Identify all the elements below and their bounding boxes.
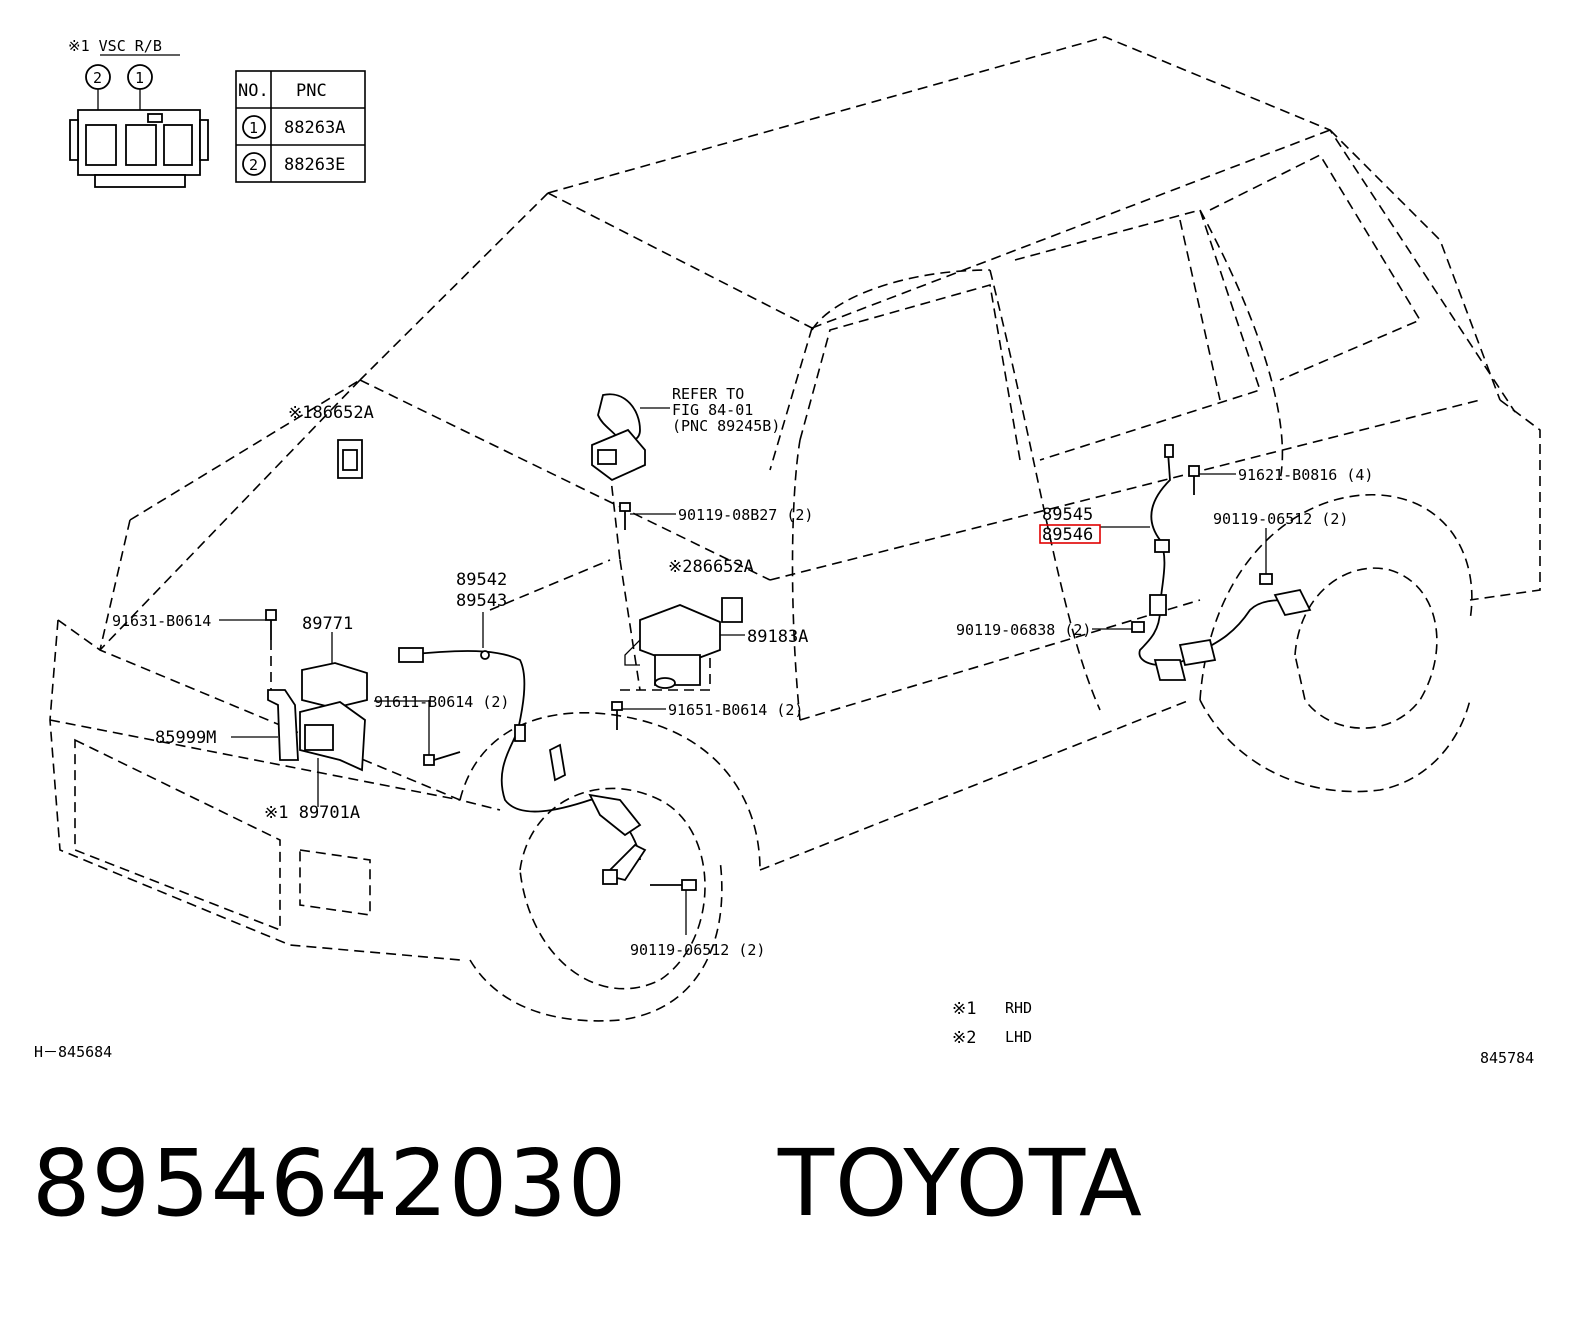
label-286652A: ※286652A xyxy=(668,557,754,577)
label-91631-B0614: 91631-B0614 xyxy=(112,612,211,630)
legend: ※1 RHD ※2 LHD xyxy=(952,999,1032,1048)
label-89183A: 89183A xyxy=(747,627,808,647)
label-89701A: ※1 89701A xyxy=(264,803,360,823)
connector-number-2: 2 xyxy=(93,69,102,87)
legend-text-lhd: LHD xyxy=(1005,1028,1032,1046)
label-89546: 89546 xyxy=(1042,525,1093,545)
connector-header: ※1 VSC R/B xyxy=(68,37,162,55)
label-refer-fig: FIG 84-01 xyxy=(672,401,753,419)
table-row-1-pnc: 88263A xyxy=(284,118,345,138)
label-89542: 89542 xyxy=(456,570,507,590)
label-186652A: ※186652A xyxy=(288,403,374,423)
legend-mark-1: ※1 xyxy=(952,999,976,1019)
table-row-2-no: 2 xyxy=(249,156,258,174)
part-footer: 8954642030 TOYOTA xyxy=(32,1138,1143,1230)
vehicle-outline xyxy=(49,36,1541,1022)
label-91651-B0614: 91651-B0614 (2) xyxy=(668,701,803,719)
table-row-2-pnc: 88263E xyxy=(284,155,345,175)
label-91621-B0816: 91621-B0816 (4) xyxy=(1238,466,1373,484)
table-header-pnc: PNC xyxy=(296,81,327,101)
label-90119-06838: 90119-06838 (2) xyxy=(956,621,1091,639)
part-sketches xyxy=(219,393,1312,935)
label-89543: 89543 xyxy=(456,591,507,611)
table-row-1-no: 1 xyxy=(249,119,258,137)
label-90119-06512-rear: 90119-06512 (2) xyxy=(1213,510,1348,528)
highlight-box-89546 xyxy=(1039,524,1101,544)
label-90119-08B27: 90119-08B27 (2) xyxy=(678,506,813,524)
table-header-no: NO. xyxy=(238,81,269,101)
reference-right: 845784 xyxy=(1480,1049,1534,1067)
vsc-relay-block-connector: ※1 VSC R/B 2 1 xyxy=(68,37,209,188)
legend-text-rhd: RHD xyxy=(1005,999,1032,1017)
pnc-table: NO. PNC 1 2 88263A 88263E xyxy=(235,70,366,183)
label-89771: 89771 xyxy=(302,614,353,634)
reference-left: H－845684 xyxy=(34,1043,112,1061)
legend-mark-2: ※2 xyxy=(952,1028,976,1048)
label-85999M: 85999M xyxy=(155,728,216,748)
footer-brand: TOYOTA xyxy=(777,1130,1143,1237)
callout-labels: ※186652A REFER TO FIG 84-01 (PNC 89245B)… xyxy=(112,385,1373,959)
label-91611-B0614: 91611-B0614 (2) xyxy=(374,693,509,711)
label-89545: 89545 xyxy=(1042,505,1093,525)
label-90119-06512-front: 90119-06512 (2) xyxy=(630,941,765,959)
label-refer-to: REFER TO xyxy=(672,385,744,403)
footer-part-number: 8954642030 xyxy=(32,1130,628,1237)
connector-number-1: 1 xyxy=(135,69,144,87)
label-refer-pnc: (PNC 89245B) xyxy=(672,417,780,435)
